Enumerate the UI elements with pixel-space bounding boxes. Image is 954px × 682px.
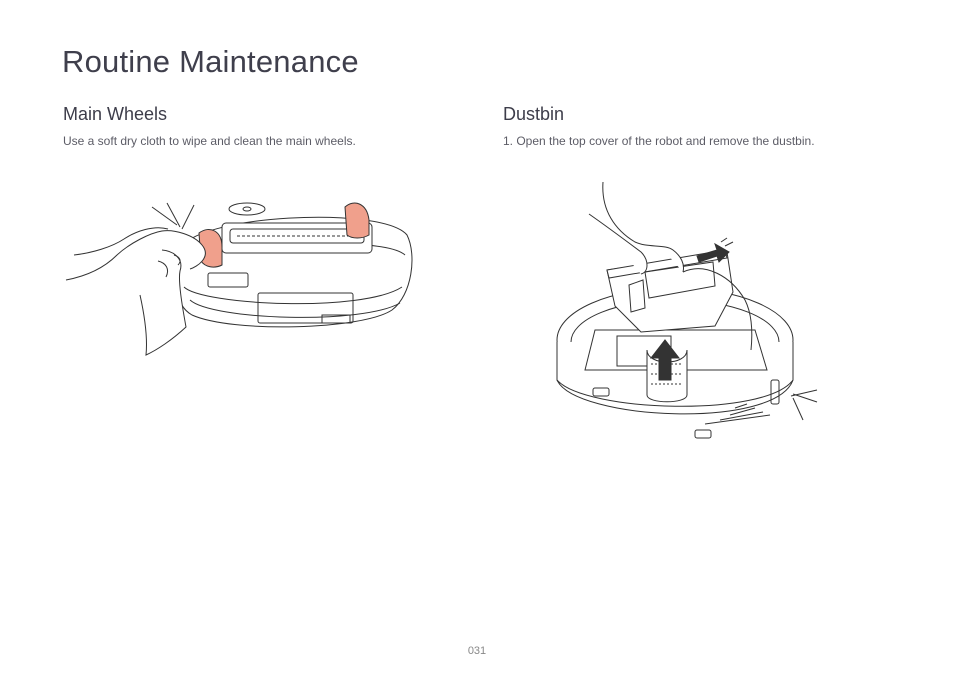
dustbin-heading: Dustbin — [503, 104, 565, 124]
main-wheels-section: Main Wheels Use a soft dry cloth to wipe… — [63, 104, 483, 148]
main-wheels-illustration — [62, 195, 422, 365]
page-title: Routine Maintenance — [62, 44, 359, 79]
dustbin-section: Dustbin 1. Open the top cover of the rob… — [503, 104, 923, 148]
page-number: 031 — [467, 645, 487, 657]
main-wheels-heading: Main Wheels — [63, 104, 168, 124]
dustbin-instruction: 1. Open the top cover of the robot and r… — [503, 134, 815, 148]
main-wheels-instruction: Use a soft dry cloth to wipe and clean t… — [63, 134, 356, 148]
dustbin-illustration — [555, 180, 825, 450]
